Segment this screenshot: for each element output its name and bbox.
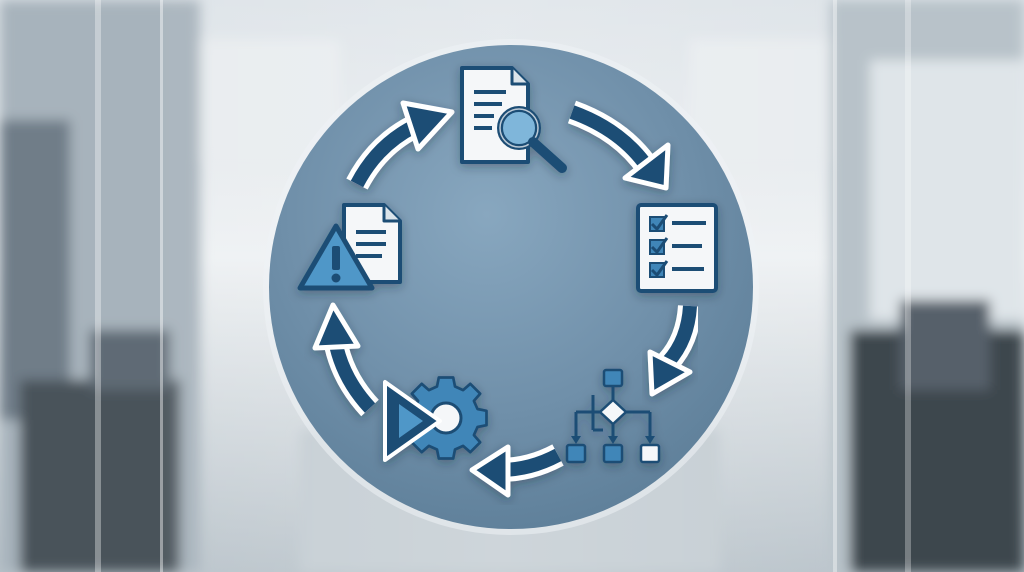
document-magnifier-icon	[460, 66, 567, 173]
cycle-arrow-left-to-top	[346, 100, 455, 190]
checklist-row-2	[649, 237, 702, 255]
warning-document-icon	[297, 203, 402, 291]
checklist-row-3	[649, 260, 704, 278]
flowchart-icon	[565, 368, 661, 464]
cycle-arrow-top-to-right	[567, 100, 671, 191]
cycle-arrow-right-to-bottom	[647, 304, 702, 397]
checklist-row-1	[649, 214, 706, 232]
cycle-arrow-bottom-left-to-left	[312, 302, 379, 417]
checklist-icon	[636, 203, 718, 293]
play-gear-icon	[383, 376, 488, 462]
cycle-arrow-bottom-to-left	[469, 444, 564, 498]
